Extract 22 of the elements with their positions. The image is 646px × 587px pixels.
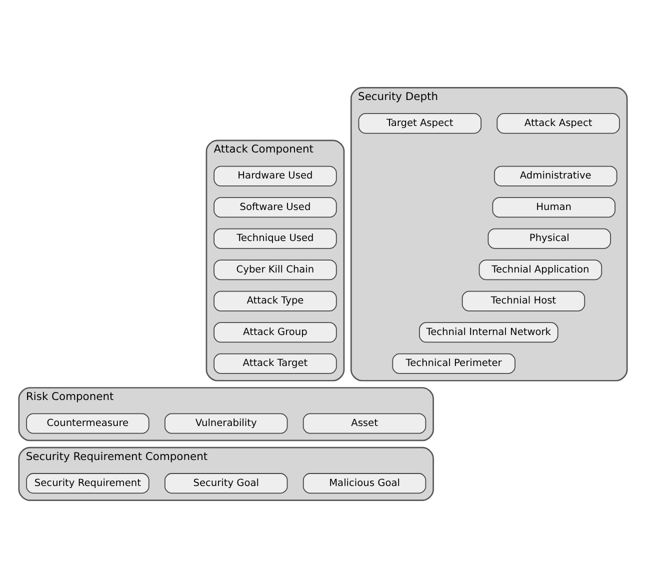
node-box: Technial Internal Network <box>419 322 558 342</box>
node-box: Malicious Goal <box>302 472 426 494</box>
node-box: Human <box>492 196 616 218</box>
node-box: Countermeasure <box>26 412 150 434</box>
node-box: Security Goal <box>164 472 288 494</box>
node-box: Vulnerability <box>164 412 288 434</box>
node-box: Physical <box>488 228 611 248</box>
node-box: Technical Perimeter <box>392 352 516 374</box>
node-box: Technique Used <box>214 228 337 248</box>
node-box: Asset <box>302 412 426 434</box>
node-box: Administrative <box>494 165 618 186</box>
node-box: Technial Application <box>478 259 602 280</box>
node-box: Software Used <box>214 196 337 218</box>
node-box: Security Requirement <box>26 472 150 494</box>
node-box: Attack Aspect <box>496 112 620 134</box>
node-box: Hardware Used <box>214 165 337 186</box>
node-box: Target Aspect <box>358 112 482 134</box>
node-box: Technial Host <box>462 290 586 311</box>
node-box: Attack Type <box>214 290 337 311</box>
node-box: Attack Group <box>214 322 337 342</box>
node-box: Cyber Kill Chain <box>214 259 337 280</box>
node-box: Attack Target <box>214 352 337 374</box>
